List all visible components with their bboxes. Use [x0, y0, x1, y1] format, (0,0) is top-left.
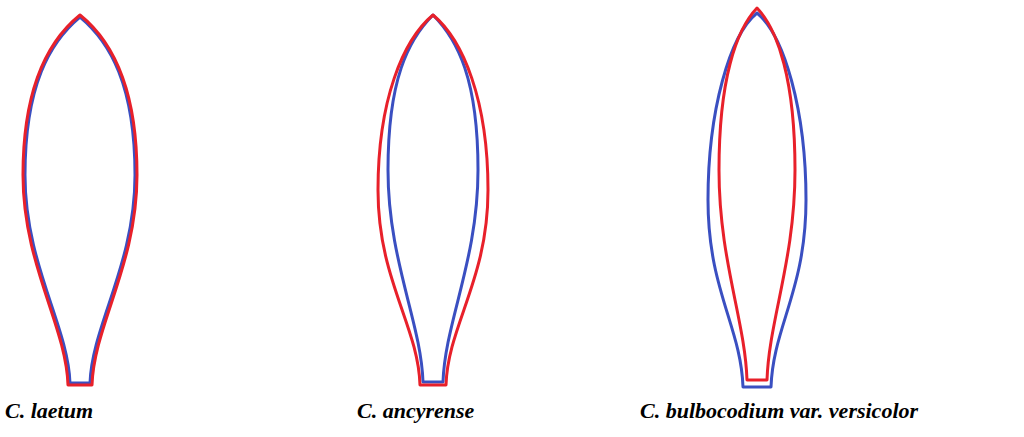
species-label: C. laetum [5, 398, 93, 424]
petal-outline-blue [708, 13, 806, 387]
petal-outline-blue [388, 15, 478, 382]
petal-outline-red [378, 15, 488, 385]
petal-outline-red [23, 15, 137, 385]
petal-outline-blue [25, 17, 135, 383]
petal-outline-red [719, 8, 795, 380]
species-label: C. bulbocodium var. versicolor [640, 398, 918, 424]
species-label: C. ancyrense [357, 398, 474, 424]
